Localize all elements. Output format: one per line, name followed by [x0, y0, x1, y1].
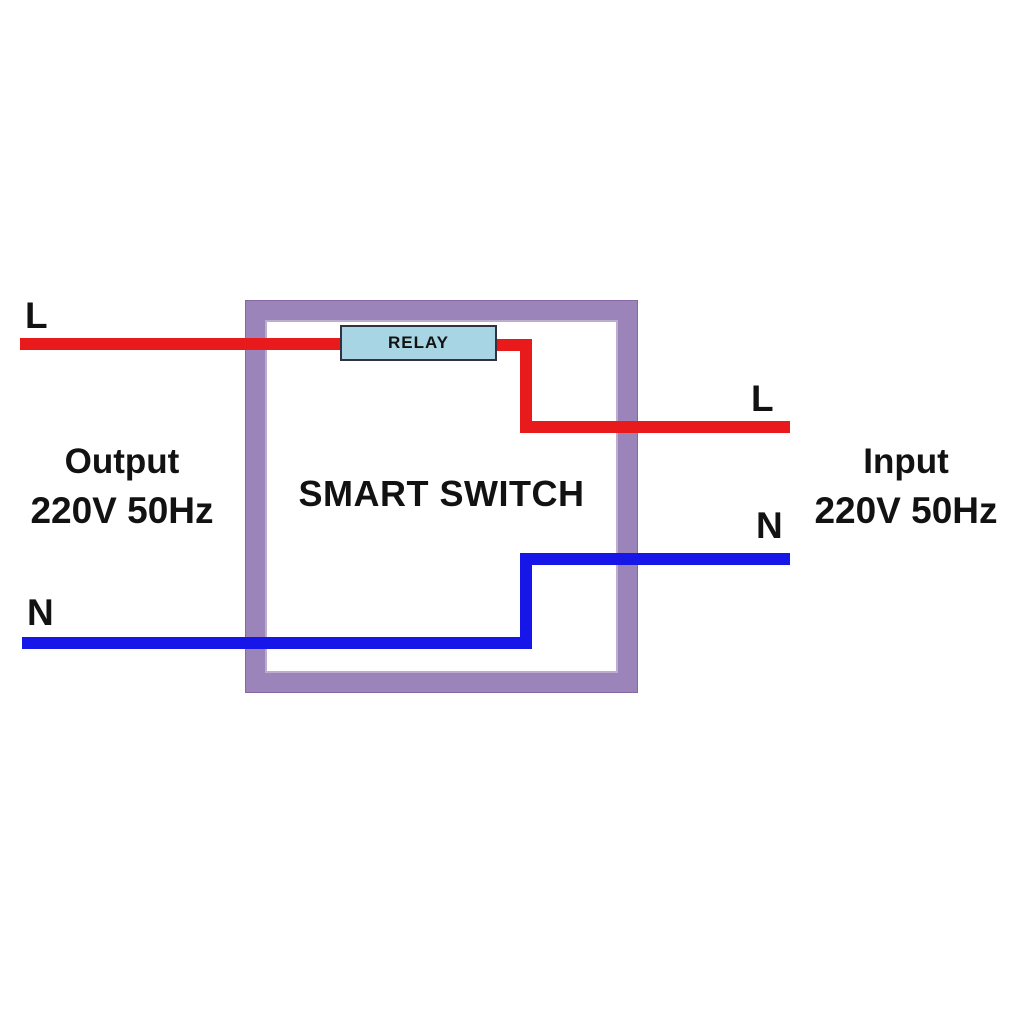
- neutral-wire-input-segment: [520, 553, 790, 565]
- live-wire-input-segment: [520, 421, 790, 433]
- relay-label: RELAY: [387, 333, 450, 352]
- relay-component: RELAY: [340, 325, 497, 361]
- neutral-wire-output-segment: [22, 637, 532, 649]
- output-neutral-terminal-label: N: [27, 592, 54, 633]
- input-live-terminal-label: L: [751, 378, 774, 419]
- output-live-terminal-label: L: [25, 295, 48, 336]
- live-wire-output-segment: [20, 338, 350, 350]
- live-wire-vertical-segment: [520, 340, 532, 433]
- smart-switch-title: SMART SWITCH: [298, 473, 585, 514]
- enclosure-inner-edge: [265, 320, 618, 673]
- input-caption: Input: [863, 442, 949, 481]
- input-rating: 220V 50Hz: [814, 490, 998, 531]
- output-rating: 220V 50Hz: [30, 490, 214, 531]
- neutral-wire-vertical-segment: [520, 553, 532, 649]
- output-caption: Output: [64, 442, 180, 481]
- input-neutral-terminal-label: N: [756, 505, 783, 546]
- smart-switch-enclosure: [245, 300, 638, 693]
